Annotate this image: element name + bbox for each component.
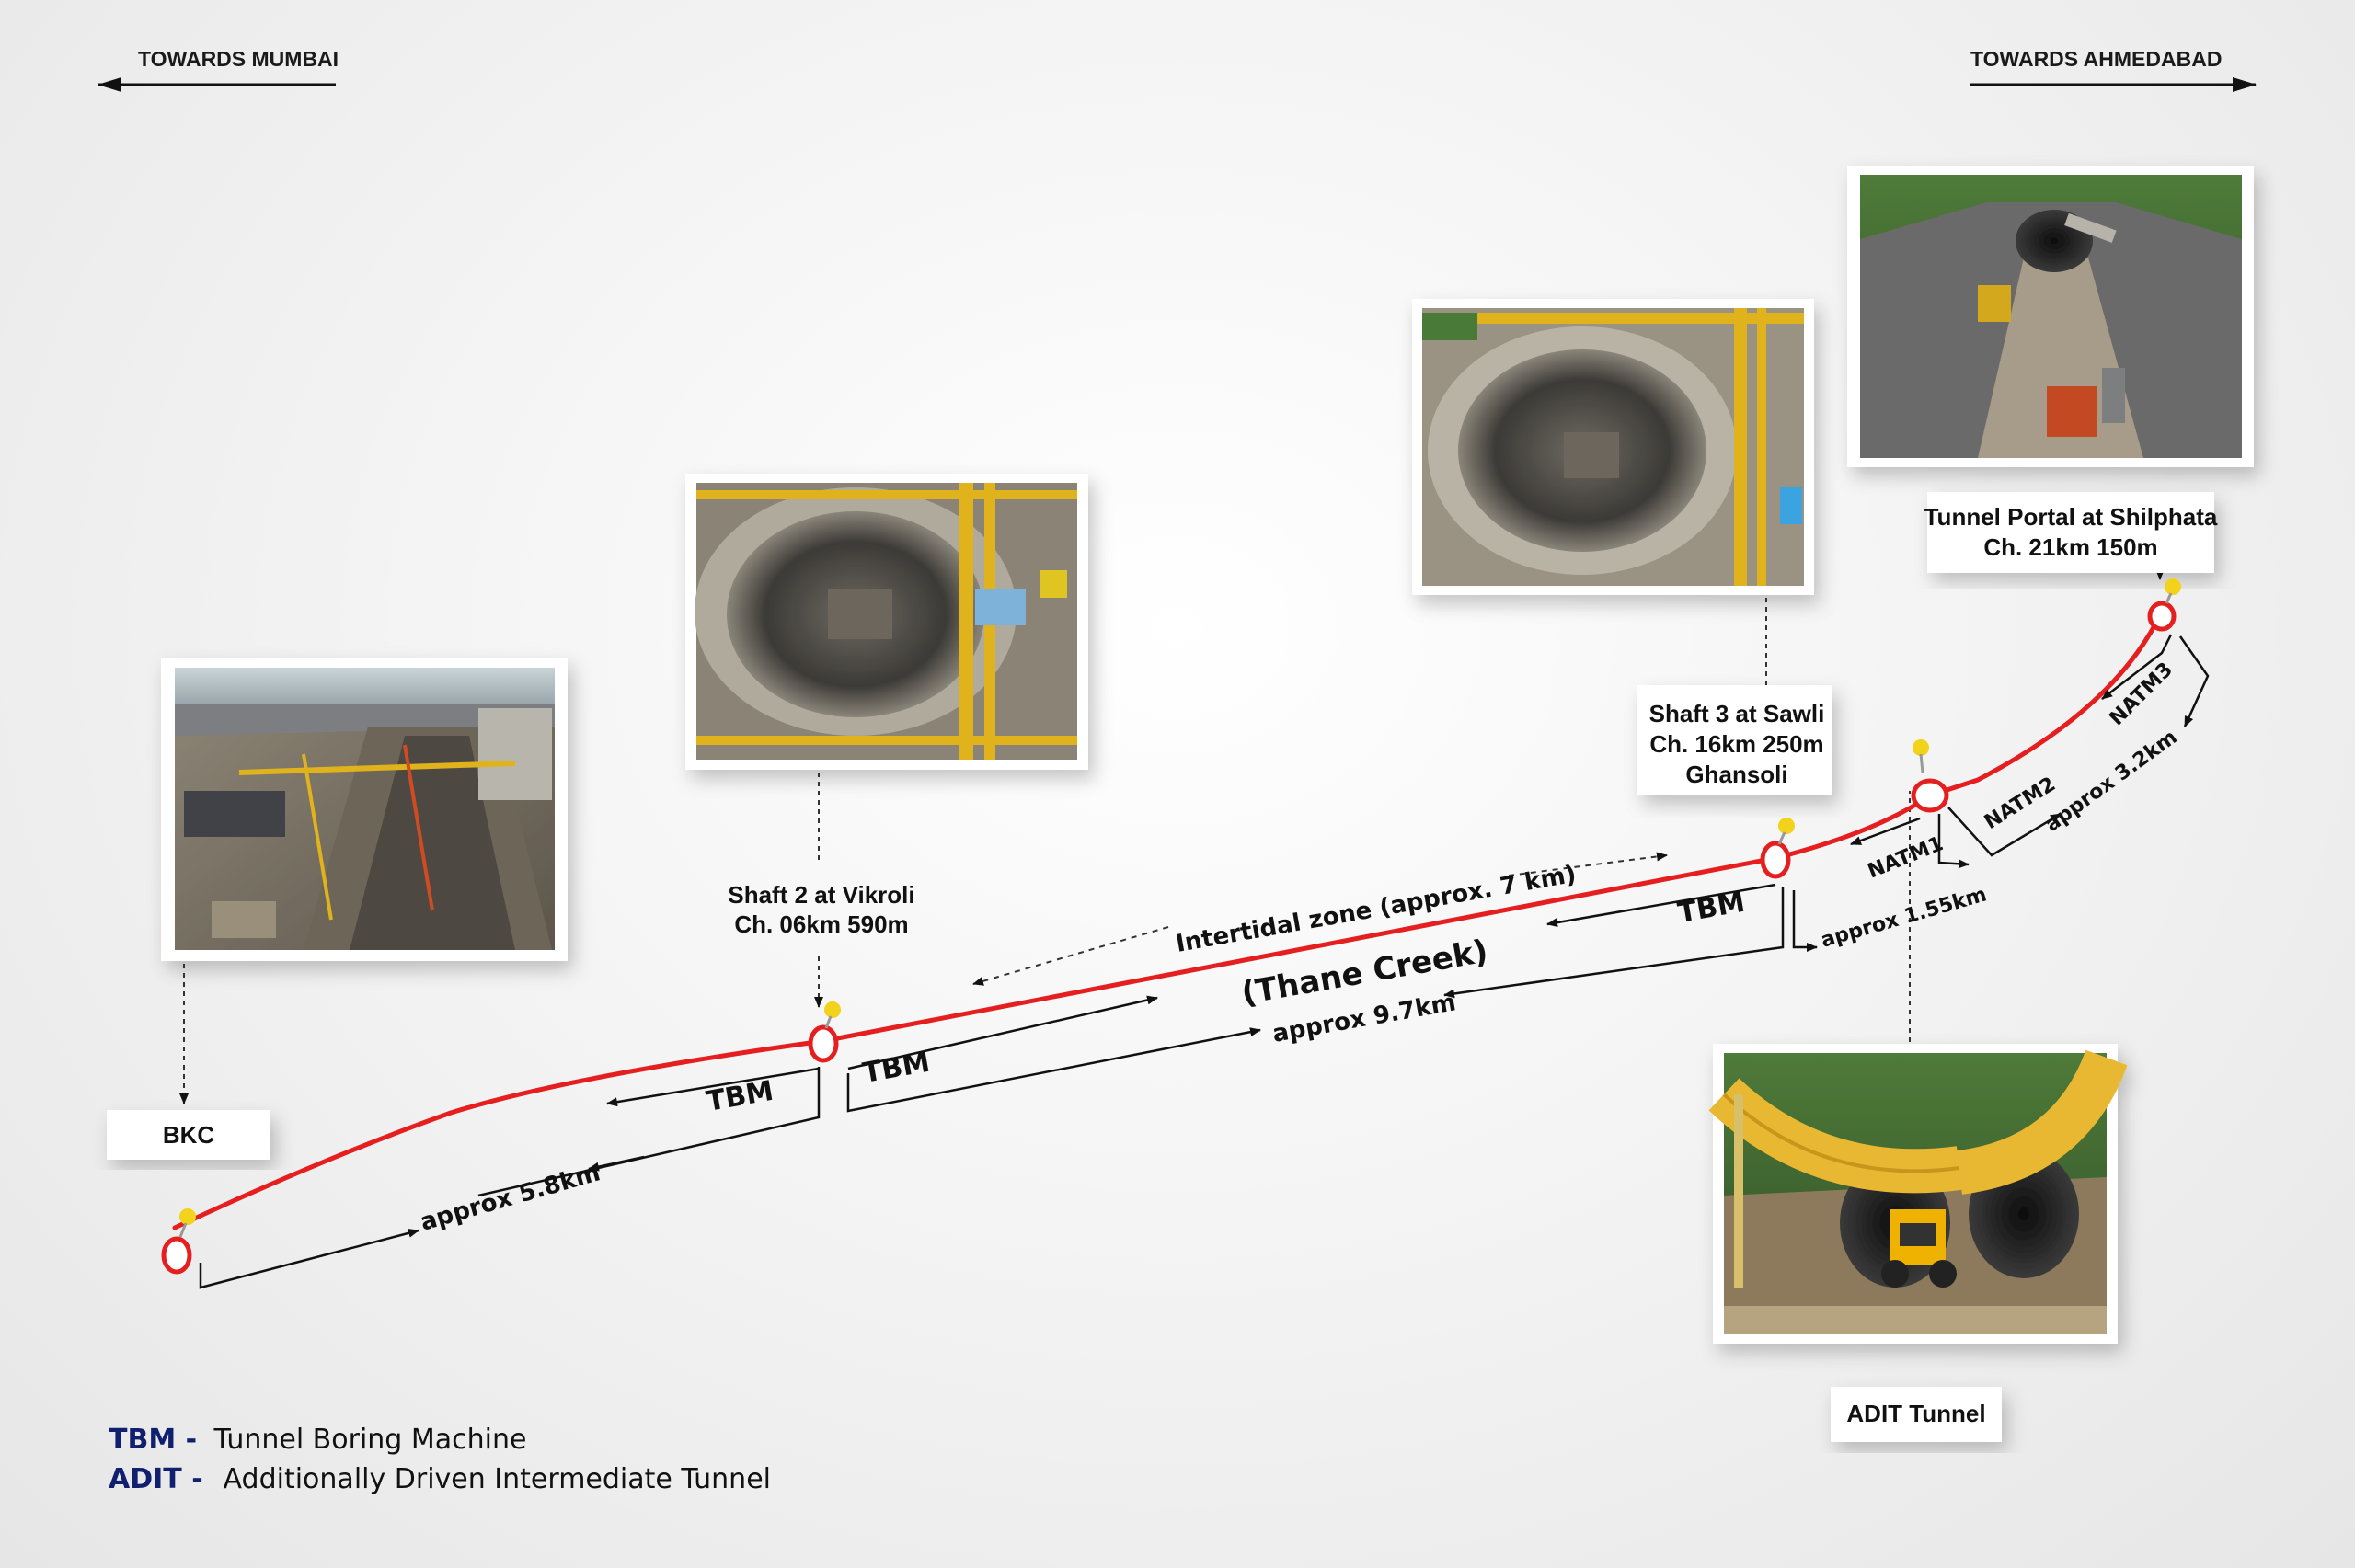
adit-label-box: ADIT Tunnel: [1831, 1387, 2002, 1442]
adit-junction-marker: [1911, 739, 1949, 813]
shaft-3-name: Shaft 3 at Sawli: [1649, 700, 1825, 727]
legend-desc: Additionally Driven Intermediate Tunnel: [223, 1463, 771, 1495]
seg2-return-arrow: [1443, 887, 1785, 999]
natm3-arrow: [2101, 634, 2173, 700]
shaft-3-locality: Ghansoli: [1685, 761, 1787, 788]
portal-chainage: Ch. 21km 150m: [1983, 533, 2157, 561]
intertidal-extent-left: [972, 926, 1169, 986]
seg1-distance-arrow: [199, 1228, 419, 1289]
natm2-arrow: [1947, 807, 2062, 857]
seg2-tbm-a-label: TBM: [860, 1047, 932, 1090]
natm1-label: NATM1: [1865, 832, 1947, 883]
tunnel-route-line: [172, 609, 2165, 1230]
portal-name: Tunnel Portal at Shilphata: [1924, 503, 2218, 531]
legend-abbr: TBM -: [109, 1424, 198, 1456]
shaft-2-site-photo: [685, 474, 1088, 770]
seg1-distance-label: approx 5.8km: [418, 1159, 603, 1236]
shaft-3-chainage: Ch. 16km 250m: [1649, 730, 1823, 758]
seg4-distance-label: approx 3.2km: [2041, 726, 2182, 837]
portal-label-box: Tunnel Portal at Shilphata Ch. 21km 150m: [1924, 492, 2218, 573]
shaft-3-label-box: Shaft 3 at Sawli Ch. 16km 250m Ghansoli: [1637, 685, 1832, 795]
seg4-distance-arrow: [2178, 635, 2210, 727]
legend-item-tbm: TBM - Tunnel Boring Machine: [109, 1424, 771, 1456]
shaft-3-site-photo: [1412, 299, 1814, 595]
natm1-return-arrow: [1850, 817, 1921, 846]
shaft-2-label: Shaft 2 at Vikroli Ch. 06km 590m: [728, 881, 914, 938]
bkc-site-photo: [161, 658, 568, 961]
shaft-2-name: Shaft 2 at Vikroli: [728, 881, 914, 909]
seg3-distance-arrow: [1792, 890, 1818, 952]
legend-item-adit: ADIT - Additionally Driven Intermediate …: [109, 1463, 771, 1495]
bkc-label-box: BKC: [107, 1110, 270, 1160]
seg1-tbm-arrow: [606, 1067, 820, 1107]
towards-mumbai-label: TOWARDS MUMBAI: [138, 47, 339, 71]
bkc-label: BKC: [163, 1121, 215, 1149]
legend-abbr: ADIT -: [109, 1463, 203, 1495]
portal-marker: [2147, 578, 2181, 632]
seg1-tbm-label: TBM: [704, 1075, 775, 1118]
bkc-marker: [161, 1208, 196, 1275]
shaft-3-marker: [1760, 818, 1795, 879]
adit-tunnel-photo: [1708, 1044, 2128, 1344]
seg2-distance-arrow: [846, 1027, 1261, 1113]
natm1-arrow: [1937, 814, 1970, 869]
tunnel-portal-site-photo: [1847, 166, 2254, 467]
seg2-tbm-b-arrow: [1546, 883, 1776, 928]
legend: TBM - Tunnel Boring Machine ADIT - Addit…: [109, 1424, 771, 1495]
legend-desc: Tunnel Boring Machine: [213, 1424, 527, 1456]
shaft-2-chainage: Ch. 06km 590m: [734, 910, 908, 938]
shaft-2-marker: [808, 1001, 841, 1063]
seg2-tbm-a-arrow: [847, 995, 1158, 1070]
seg2-tbm-b-label: TBM: [1675, 887, 1747, 930]
towards-ahmedabad-label: TOWARDS AHMEDABAD: [1970, 47, 2222, 71]
intertidal-extent-right: [1508, 852, 1668, 876]
seg3-distance-label: approx 1.55km: [1819, 883, 1990, 952]
adit-label: ADIT Tunnel: [1846, 1400, 1985, 1427]
